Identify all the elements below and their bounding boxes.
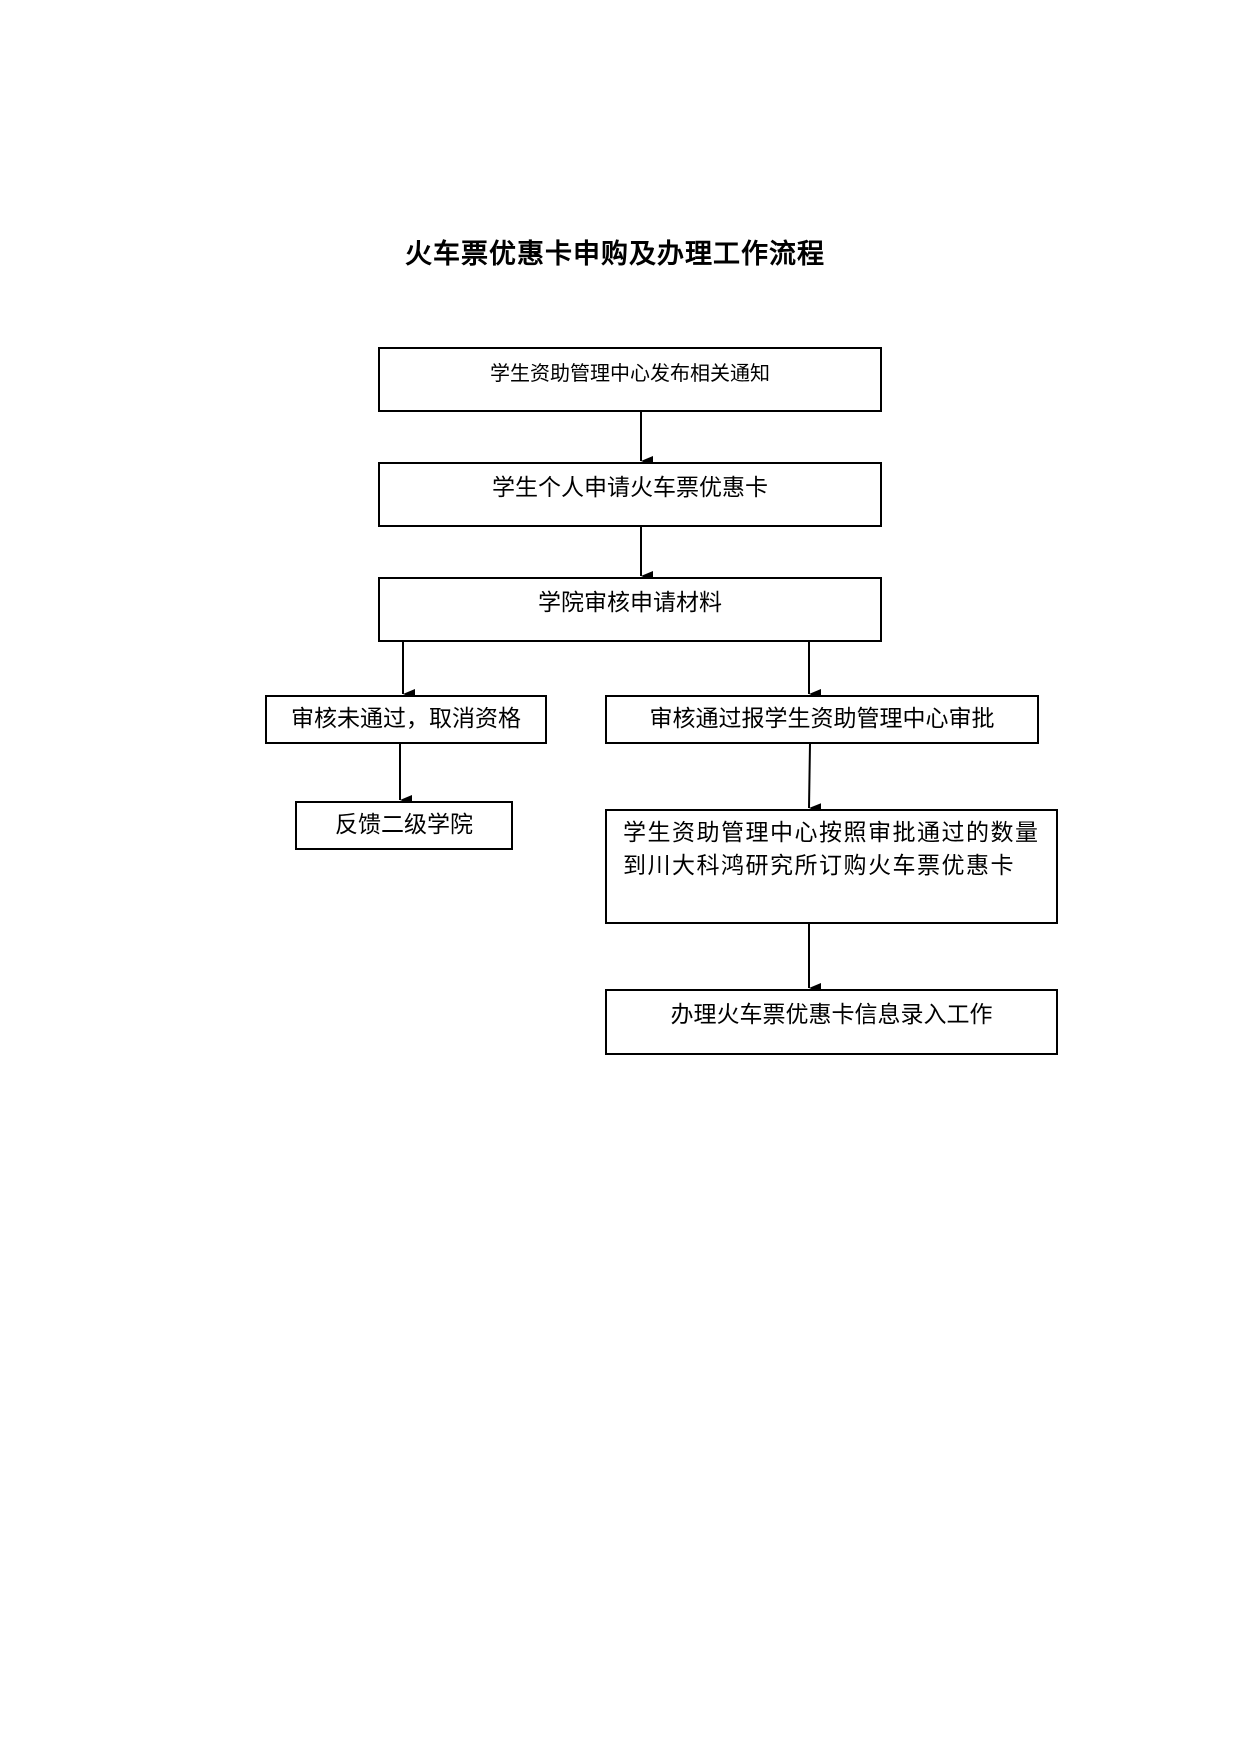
step-order-label: 学生资助管理中心按照审批通过的数量到川大科鸿研究所订购火车票优惠卡 (623, 820, 1040, 879)
step-apply-label: 学生个人申请火车票优惠卡 (492, 475, 768, 501)
step-order: 学生资助管理中心按照审批通过的数量到川大科鸿研究所订购火车票优惠卡 (605, 809, 1058, 924)
step-review: 学院审核申请材料 (378, 577, 882, 642)
step-notice: 学生资助管理中心发布相关通知 (378, 347, 882, 412)
step-rejected: 审核未通过，取消资格 (265, 695, 547, 744)
page-title: 火车票优惠卡申购及办理工作流程 (405, 239, 825, 270)
step-register: 办理火车票优惠卡信息录入工作 (605, 989, 1058, 1055)
step-approved-label: 审核通过报学生资助管理中心审批 (649, 706, 995, 732)
step-apply: 学生个人申请火车票优惠卡 (378, 462, 882, 527)
step-notice-label: 学生资助管理中心发布相关通知 (490, 361, 770, 385)
step-approved: 审核通过报学生资助管理中心审批 (605, 695, 1039, 744)
step-review-label: 学院审核申请材料 (538, 590, 722, 616)
arrow-approved-to-order (808, 743, 822, 814)
step-feedback: 反馈二级学院 (295, 801, 513, 850)
step-rejected-label: 审核未通过，取消资格 (291, 706, 521, 732)
step-feedback-label: 反馈二级学院 (335, 812, 473, 838)
step-register-label: 办理火车票优惠卡信息录入工作 (670, 1002, 993, 1028)
